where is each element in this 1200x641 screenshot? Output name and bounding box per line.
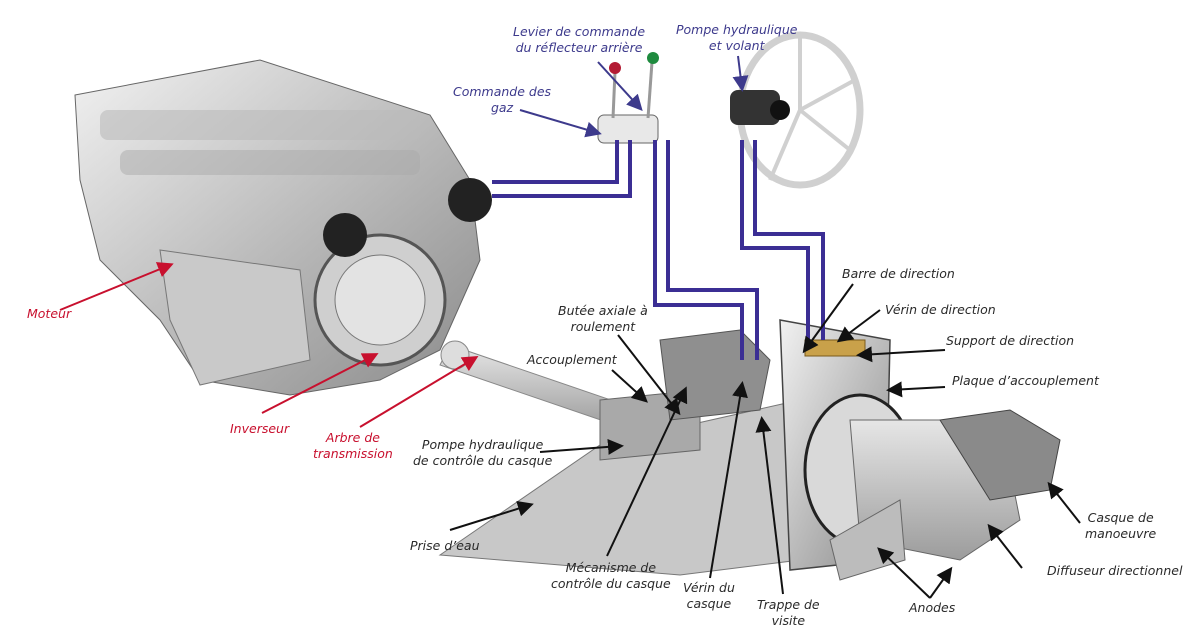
label-butee-axiale: Butée axiale à roulement — [558, 303, 648, 334]
label-plaque-accouplement: Plaque d’accouplement — [952, 373, 1099, 388]
arrow-mecanisme — [606, 386, 688, 557]
arrow-prise-eau — [449, 500, 534, 531]
arrow-levier — [597, 61, 643, 111]
green-knob — [647, 52, 659, 64]
label-inverseur: Inverseur — [230, 421, 290, 436]
label-barre-direction: Barre de direction — [842, 266, 955, 281]
arrow-verin-direction — [836, 309, 881, 343]
arrow-trappe — [755, 416, 784, 595]
label-pompe-volant: Pompe hydraulique et volant — [676, 22, 798, 53]
arrow-moteur — [59, 262, 174, 311]
line-throttle-2 — [492, 140, 632, 198]
label-commande-gaz: Commande des gaz — [453, 84, 552, 115]
label-diffuseur: Diffuseur directionnel — [1047, 563, 1183, 578]
label-casque-manoeuvre: Casque de manoeuvre — [1085, 510, 1157, 541]
arrow-casque — [1047, 481, 1081, 524]
label-arbre-transmission: Arbre de transmission — [313, 430, 393, 461]
label-verin-direction: Vérin de direction — [885, 302, 996, 317]
arrow-butee — [617, 334, 681, 416]
line-reflector-2 — [666, 140, 759, 360]
label-moteur: Moteur — [27, 306, 72, 321]
line-helm-2 — [753, 140, 825, 340]
arrow-arbre — [359, 355, 479, 428]
red-knob — [609, 62, 621, 74]
arrow-accouplement — [611, 369, 648, 403]
label-support-direction: Support de direction — [946, 333, 1075, 348]
line-reflector-1 — [653, 140, 744, 360]
throttle-controls — [597, 52, 659, 144]
arrow-plaque — [886, 381, 946, 398]
arrow-anodes-1 — [877, 547, 931, 599]
arrow-diffuseur — [987, 523, 1023, 569]
label-pompe-casque: Pompe hydraulique de contrôle du casque — [413, 437, 553, 468]
arrow-pompe-volant — [732, 55, 749, 92]
label-accouplement: Accouplement — [527, 352, 617, 367]
label-verin-casque: Vérin du casque — [683, 580, 735, 611]
arrow-pompe-casque — [539, 438, 624, 455]
arrow-commande-gaz — [519, 109, 602, 138]
label-trappe-visite: Trappe de visite — [757, 597, 820, 628]
callout-arrows — [59, 55, 1081, 599]
label-mecanisme-casque: Mécanisme de contrôle du casque — [551, 560, 671, 591]
arrow-verin-casque — [709, 381, 748, 579]
arrow-inverseur — [261, 353, 379, 414]
label-anodes: Anodes — [909, 600, 956, 615]
arrow-anodes-2 — [929, 566, 953, 599]
hydraulic-lines — [492, 140, 825, 360]
arrow-support — [856, 346, 946, 363]
line-helm-1 — [740, 140, 810, 340]
line-throttle-1 — [492, 140, 619, 184]
arrow-barre — [802, 283, 854, 354]
label-prise-eau: Prise d’eau — [410, 538, 480, 553]
engine-illustration — [74, 59, 492, 396]
label-levier-reflecteur: Levier de commande du réflecteur arrière — [513, 24, 646, 55]
helm-wheel — [730, 31, 864, 189]
